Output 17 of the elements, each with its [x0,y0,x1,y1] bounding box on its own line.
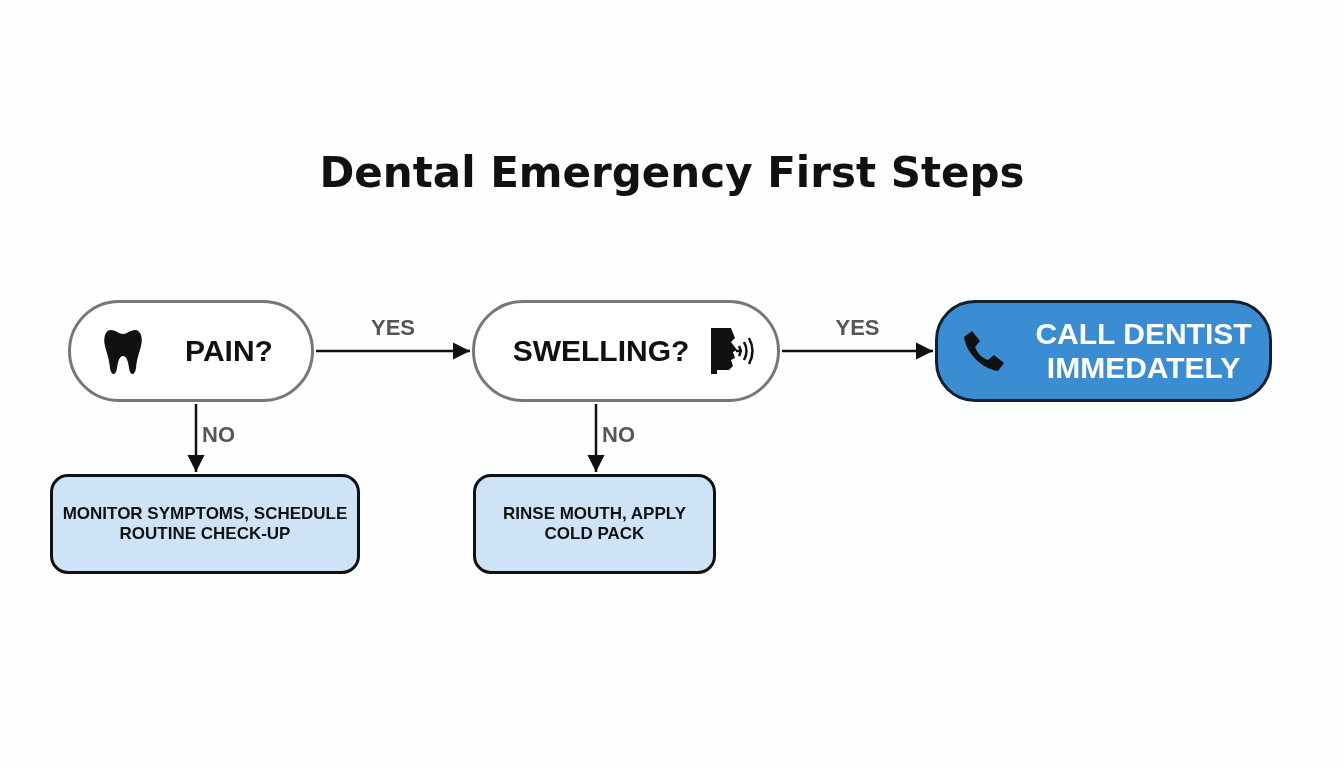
arrow [316,342,470,360]
edge-label: YES [371,315,416,341]
node-text: RINSE MOUTH, APPLY COLD PACK [502,504,687,544]
arrow [587,404,605,472]
outcome-box [473,474,716,574]
edge-label: NO [602,422,635,448]
edge-label: NO [202,422,235,448]
action-pill [935,300,1272,402]
title: Dental Emergency First Steps [318,148,1026,197]
edge-label: YES [835,315,880,341]
arrow [187,404,205,472]
node-text: PAIN? [185,333,273,369]
node-text: MONITOR SYMPTOMS, SCHEDULE ROUTINE CHECK-UP [61,504,349,544]
arrow [782,342,933,360]
node-text: CALL DENTIST IMMEDATELY [1034,316,1253,386]
outcome-box [50,474,360,574]
node-text: SWELLING? [512,333,690,369]
